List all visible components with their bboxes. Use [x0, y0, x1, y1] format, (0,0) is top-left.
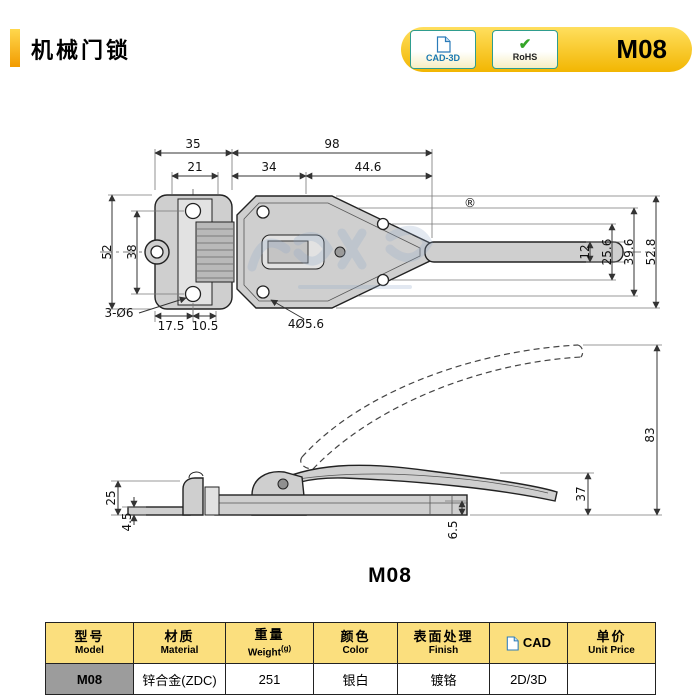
- dim-10-5: 10.5: [192, 319, 219, 333]
- dim-4-5: 4.5: [120, 512, 134, 531]
- handle-open-phantom: [300, 344, 584, 470]
- pivot-pin: [277, 478, 289, 490]
- col-header-cad: CAD: [489, 622, 568, 664]
- cad-3d-label: CAD-3D: [425, 53, 460, 63]
- top-view: 35 98 21 34 44.6 52 38 12 25.6 39.6 52.8…: [100, 137, 660, 333]
- col-cad-label: CAD: [522, 635, 552, 650]
- cell-material: 锌合金(ZDC): [133, 663, 226, 695]
- strike-rod: [424, 241, 624, 263]
- hinge-hatching: [197, 228, 233, 279]
- col-color-en: Color: [342, 645, 369, 656]
- handle-inner-line: [291, 473, 549, 494]
- col-price-en: Unit Price: [588, 645, 635, 656]
- dim-34: 34: [261, 160, 276, 174]
- dim-21: 21: [187, 160, 202, 174]
- col-price-zh: 单价: [596, 629, 627, 644]
- title-accent-bar: [10, 29, 20, 67]
- col-weight-zh: 重量: [254, 626, 285, 642]
- dim-39-6: 39.6: [622, 239, 636, 266]
- cell-finish: 镀铬: [397, 663, 490, 695]
- base-plate: [214, 494, 468, 516]
- side-dimension-lines: [114, 344, 661, 525]
- cell-color: 银白: [313, 663, 398, 695]
- col-material-en: Material: [160, 645, 199, 656]
- spring-housing-inner: [267, 240, 309, 264]
- dim-3-holes: 3-Ø6: [104, 306, 133, 320]
- side-view: 25 4.5 83 37 6.5: [104, 344, 662, 540]
- dim-4-holes: 4Ø5.6: [288, 317, 324, 331]
- check-icon: ✔: [518, 36, 532, 53]
- col-weight-en-word: Weight: [247, 647, 281, 659]
- spec-table: 型号 Model 材质 Material 重量 Weight(g) 颜色 Col…: [45, 622, 656, 695]
- col-header-model: 型号 Model: [45, 622, 134, 664]
- dim-35: 35: [185, 137, 200, 151]
- col-header-unit-price: 单价 Unit Price: [567, 622, 656, 664]
- col-header-weight: 重量 Weight(g): [225, 622, 314, 664]
- model-band: CAD-3D ✔ RoHS M08: [401, 27, 692, 72]
- page-title: 机械门锁: [31, 38, 132, 63]
- table-row: M08 锌合金(ZDC) 251 银白 镀铬 2D/3D: [45, 663, 656, 695]
- col-finish-zh: 表面处理: [413, 629, 474, 644]
- cell-cad: 2D/3D: [489, 663, 568, 695]
- col-color-zh: 颜色: [340, 629, 371, 644]
- latch-body-inner-line: [243, 202, 421, 302]
- plate-hole-side: [150, 245, 164, 259]
- latch-step: [204, 486, 220, 516]
- rohs-badge[interactable]: ✔ RoHS: [492, 30, 558, 69]
- pivot-rivet: [334, 246, 346, 258]
- col-finish-en: Finish: [428, 645, 459, 656]
- col-header-finish: 表面处理 Finish: [397, 622, 490, 664]
- latch-strip: [127, 506, 191, 516]
- col-model-en: Model: [75, 645, 104, 656]
- cell-model: M08: [45, 663, 134, 695]
- top-extension-lines: [108, 149, 660, 322]
- latch-curl: [188, 471, 204, 479]
- table-header-row: 型号 Model 材质 Material 重量 Weight(g) 颜色 Col…: [45, 622, 656, 664]
- plate-hole-top: [184, 202, 202, 220]
- dim-44-6: 44.6: [355, 160, 382, 174]
- dim-38: 38: [125, 244, 139, 259]
- body-hole-2: [256, 285, 270, 299]
- drawing-svg: 35 98 21 34 44.6 52 38 12 25.6 39.6 52.8…: [100, 137, 662, 587]
- dim-25: 25: [104, 490, 118, 505]
- dim-6-5: 6.5: [446, 520, 460, 539]
- top-dimension-lines: [108, 149, 660, 320]
- registered-mark: ®: [464, 196, 476, 210]
- dim-17-5: 17.5: [158, 319, 185, 333]
- dim-52-8: 52.8: [644, 239, 658, 266]
- body-hole-3: [376, 217, 390, 231]
- header-model-number: M08: [616, 34, 667, 64]
- dim-83: 83: [643, 427, 657, 442]
- hinge-block: [195, 221, 235, 283]
- drawing-caption: M08: [368, 564, 412, 587]
- technical-drawing: 35 98 21 34 44.6 52 38 12 25.6 39.6 52.8…: [0, 95, 700, 600]
- body-hole-1: [256, 205, 270, 219]
- latch-upright: [182, 477, 204, 516]
- cell-weight: 251: [225, 663, 314, 695]
- body-hole-4: [376, 273, 390, 287]
- dim-37: 37: [574, 486, 588, 501]
- side-extension-lines: [111, 344, 662, 516]
- col-header-color: 颜色 Color: [313, 622, 398, 664]
- col-material-zh: 材质: [164, 629, 195, 644]
- col-weight-en: Weight(g): [226, 643, 313, 659]
- dim-52: 52: [100, 244, 114, 259]
- cad-document-icon: [436, 36, 451, 53]
- plate-hole-bottom: [184, 285, 202, 303]
- dim-25-6: 25.6: [600, 239, 614, 266]
- page-header: 机械门锁 CAD-3D ✔ RoHS M08: [0, 0, 700, 95]
- cad-table-document-icon: [506, 635, 519, 651]
- cad-3d-badge[interactable]: CAD-3D: [410, 30, 476, 69]
- rohs-label: RoHS: [512, 52, 538, 62]
- cell-unit-price: [567, 663, 656, 695]
- col-weight-unit: (g): [280, 643, 292, 653]
- watermark: [247, 225, 434, 289]
- dim-98: 98: [324, 137, 339, 151]
- col-header-material: 材质 Material: [133, 622, 226, 664]
- col-model-zh: 型号: [74, 629, 105, 644]
- handle-lever: [266, 464, 558, 502]
- dim-12: 12: [578, 244, 592, 259]
